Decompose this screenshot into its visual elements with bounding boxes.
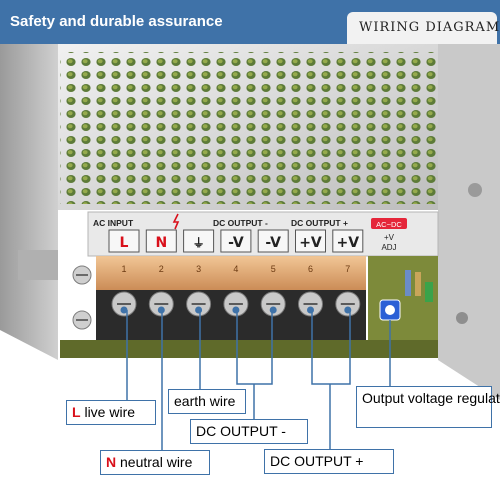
terminal-label-box: [183, 229, 215, 253]
callout-anchor-dot: [195, 306, 203, 314]
mount-screw: [72, 310, 92, 330]
case-screw: [456, 312, 468, 324]
resistor: [415, 272, 421, 296]
live-wire-label: L live wire: [66, 400, 156, 425]
acdc-badge: [371, 218, 407, 229]
dc-output-plus-label: DC OUTPUT +: [291, 218, 348, 228]
terminal-label-box: [332, 229, 364, 253]
terminal-symbol: +V: [337, 235, 360, 251]
terminal-number: 2: [159, 264, 164, 274]
voltage-regulation-label: Output voltage regulation: [356, 386, 500, 428]
terminal-symbol: -V: [228, 235, 244, 251]
pcb-board: [60, 340, 438, 358]
led-indicator: [425, 282, 433, 302]
callout-lines: [126, 310, 391, 450]
case-screw: [468, 183, 482, 197]
high-voltage-icon: [172, 213, 180, 230]
adj-plus-v: +V: [384, 233, 395, 242]
callout-anchor-dot: [269, 306, 277, 314]
terminal-symbol: -V: [265, 235, 281, 251]
vent-holes: [60, 52, 436, 204]
terminal-label-box: [257, 229, 289, 253]
terminal-symbol: L: [120, 235, 129, 251]
wiring-diagram-title: WIRING DIAGRAM: [359, 20, 500, 35]
ac-input-label: AC INPUT: [93, 218, 134, 228]
dc-output-minus-label: DC OUTPUT -: [213, 218, 268, 228]
mount-bracket: [18, 250, 58, 280]
callout-anchor-dot: [307, 306, 314, 314]
terminal-label-box: [295, 229, 326, 253]
terminal-number: 5: [271, 264, 276, 274]
wiring-diagram-tag: WIRING DIAGRAM: [347, 12, 500, 44]
terminal-number: 3: [196, 264, 201, 274]
case-side-wall: [0, 44, 58, 360]
terminal-number: 6: [308, 264, 313, 274]
terminal-symbol: ⏚: [193, 236, 205, 250]
terminal-label-box: [145, 229, 177, 253]
potentiometer-knob: [385, 305, 395, 315]
terminal-label-box: [108, 229, 140, 253]
banner-title: Safety and durable assurance: [10, 13, 223, 30]
acdc-badge-text: AC~DC: [376, 220, 402, 229]
live-text: live wire: [84, 404, 136, 420]
mount-screw: [72, 265, 92, 285]
terminal-number: 7: [345, 264, 350, 274]
terminal-number: 4: [233, 264, 238, 274]
case-right-wall: [438, 44, 500, 400]
adj-label: ADJ: [381, 243, 396, 252]
callout-anchor-dot: [232, 306, 240, 314]
dc-plus-bracket: [311, 310, 351, 385]
dc-output-plus-callout: DC OUTPUT +: [264, 449, 394, 474]
terminal-symbol: +V: [299, 235, 322, 251]
terminal-label-box: [220, 229, 252, 253]
callout-anchor-dot: [120, 306, 128, 314]
terminal-symbol: N: [155, 235, 167, 251]
live-prefix: L: [72, 404, 81, 420]
resistor: [405, 270, 411, 296]
neutral-wire-label: N neutral wire: [100, 450, 210, 475]
terminal-number: 1: [121, 264, 126, 274]
dc-output-minus-callout: DC OUTPUT -: [190, 419, 308, 444]
neutral-prefix: N: [106, 454, 117, 470]
earth-wire-label: earth wire: [168, 389, 246, 414]
neutral-text: neutral wire: [120, 454, 193, 470]
